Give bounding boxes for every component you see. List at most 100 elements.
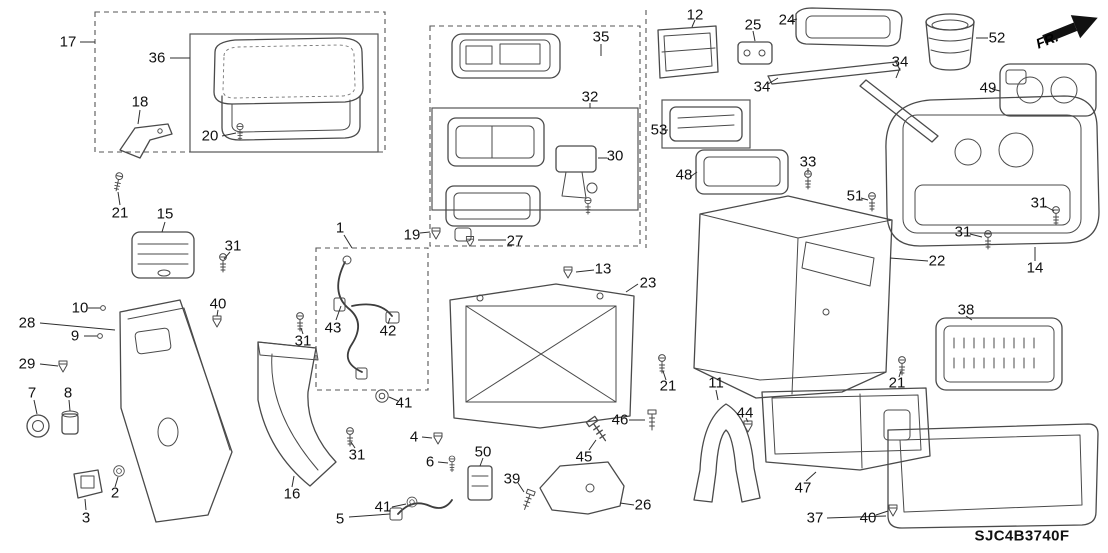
callout-31-b: 31 bbox=[294, 332, 312, 350]
screw-icon bbox=[1052, 206, 1060, 226]
screw-icon bbox=[296, 312, 304, 332]
part-tray-38 bbox=[935, 317, 1063, 391]
callout-7: 7 bbox=[27, 384, 37, 402]
callout-50: 50 bbox=[474, 443, 492, 461]
callout-34-a: 34 bbox=[753, 78, 771, 96]
part-bracket-26 bbox=[520, 461, 625, 515]
callout-41-b: 41 bbox=[374, 498, 392, 516]
callout-44: 44 bbox=[736, 404, 754, 422]
callout-29: 29 bbox=[18, 355, 36, 373]
callout-21-b: 21 bbox=[659, 377, 677, 395]
callout-46: 46 bbox=[611, 411, 629, 429]
screw-icon bbox=[804, 170, 812, 190]
callout-36: 36 bbox=[148, 49, 166, 67]
callout-10: 10 bbox=[71, 299, 89, 317]
callout-21-c: 21 bbox=[888, 374, 906, 392]
callout-47: 47 bbox=[794, 479, 812, 497]
part-duct-16 bbox=[257, 341, 337, 487]
screw-icon bbox=[658, 354, 666, 374]
part-harness-1 bbox=[296, 255, 400, 447]
diagram-code: SJC4B3740F bbox=[974, 527, 1070, 545]
bolt-icon bbox=[520, 488, 536, 512]
callout-45: 45 bbox=[575, 448, 593, 466]
clip-icon bbox=[433, 432, 443, 445]
callout-31-e: 31 bbox=[954, 223, 972, 241]
part-rear-console-14 bbox=[885, 95, 1100, 250]
part-bracket-25 bbox=[737, 41, 773, 65]
part-vent-15 bbox=[97, 231, 227, 339]
part-trim-strips-34 bbox=[767, 61, 939, 143]
callout-49: 49 bbox=[979, 79, 997, 97]
part-bin-47 bbox=[761, 387, 931, 471]
callout-8: 8 bbox=[63, 384, 73, 402]
callout-30: 30 bbox=[606, 147, 624, 165]
callout-18: 18 bbox=[131, 93, 149, 111]
part-cup-holder-52 bbox=[925, 13, 975, 71]
part-bracket-11 bbox=[585, 403, 761, 503]
callout-4: 4 bbox=[409, 428, 419, 446]
callout-11: 11 bbox=[708, 374, 724, 392]
clip-icon bbox=[212, 315, 222, 328]
grommet-icon bbox=[375, 389, 389, 403]
callout-22: 22 bbox=[928, 252, 946, 270]
clip-icon bbox=[563, 266, 573, 279]
screw-icon bbox=[112, 171, 124, 193]
callout-21-a: 21 bbox=[111, 204, 129, 222]
callout-35: 35 bbox=[592, 28, 610, 46]
callout-23: 23 bbox=[639, 274, 657, 292]
callout-33: 33 bbox=[799, 153, 817, 171]
screw-icon bbox=[219, 253, 227, 273]
clip-icon bbox=[58, 360, 68, 373]
screw-icon bbox=[584, 197, 592, 215]
callout-2: 2 bbox=[110, 484, 120, 502]
callout-9: 9 bbox=[70, 327, 80, 345]
callout-38: 38 bbox=[957, 301, 975, 319]
callout-17: 17 bbox=[59, 33, 77, 51]
leader-lines bbox=[33, 18, 1055, 519]
grommet-icon bbox=[113, 465, 125, 477]
callout-40-a: 40 bbox=[209, 295, 227, 313]
part-tray-37 bbox=[887, 423, 1099, 529]
part-armrest bbox=[213, 37, 364, 141]
callout-34-b: 34 bbox=[891, 53, 909, 71]
part-lid-24 bbox=[795, 7, 903, 47]
callout-19: 19 bbox=[403, 226, 421, 244]
clip-icon bbox=[431, 227, 441, 240]
callout-41-a: 41 bbox=[395, 394, 413, 412]
callout-28: 28 bbox=[18, 314, 36, 332]
part-tray-49 bbox=[999, 63, 1097, 117]
bolt-icon bbox=[585, 415, 611, 445]
callout-26: 26 bbox=[634, 496, 652, 514]
clip-icon bbox=[743, 420, 753, 433]
callout-14: 14 bbox=[1026, 259, 1044, 277]
callout-43: 43 bbox=[324, 319, 342, 337]
group-boxes bbox=[94, 10, 751, 391]
callout-31-c: 31 bbox=[348, 446, 366, 464]
callout-20: 20 bbox=[201, 127, 219, 145]
callout-6: 6 bbox=[425, 453, 435, 471]
callout-16: 16 bbox=[283, 485, 301, 503]
callout-48: 48 bbox=[675, 166, 693, 184]
callout-15: 15 bbox=[156, 205, 174, 223]
callout-5: 5 bbox=[335, 510, 345, 528]
screw-icon bbox=[898, 356, 906, 376]
part-bracket-18 bbox=[112, 123, 173, 193]
fr-arrow-icon bbox=[1042, 15, 1098, 44]
screw-icon bbox=[448, 455, 456, 473]
callout-42: 42 bbox=[379, 322, 397, 340]
callout-31-a: 31 bbox=[224, 237, 242, 255]
part-frame-23 bbox=[449, 266, 666, 429]
callout-37: 37 bbox=[806, 509, 824, 527]
clip-icon bbox=[888, 504, 898, 517]
callout-53: 53 bbox=[650, 121, 668, 139]
callout-52: 52 bbox=[988, 29, 1006, 47]
callout-12: 12 bbox=[686, 6, 704, 24]
callout-1: 1 bbox=[335, 219, 345, 237]
callout-25: 25 bbox=[744, 16, 762, 34]
part-tray-48 bbox=[695, 149, 876, 212]
part-trays-35 bbox=[431, 33, 598, 247]
callout-32: 32 bbox=[581, 88, 599, 106]
part-panel-12 bbox=[657, 25, 719, 79]
